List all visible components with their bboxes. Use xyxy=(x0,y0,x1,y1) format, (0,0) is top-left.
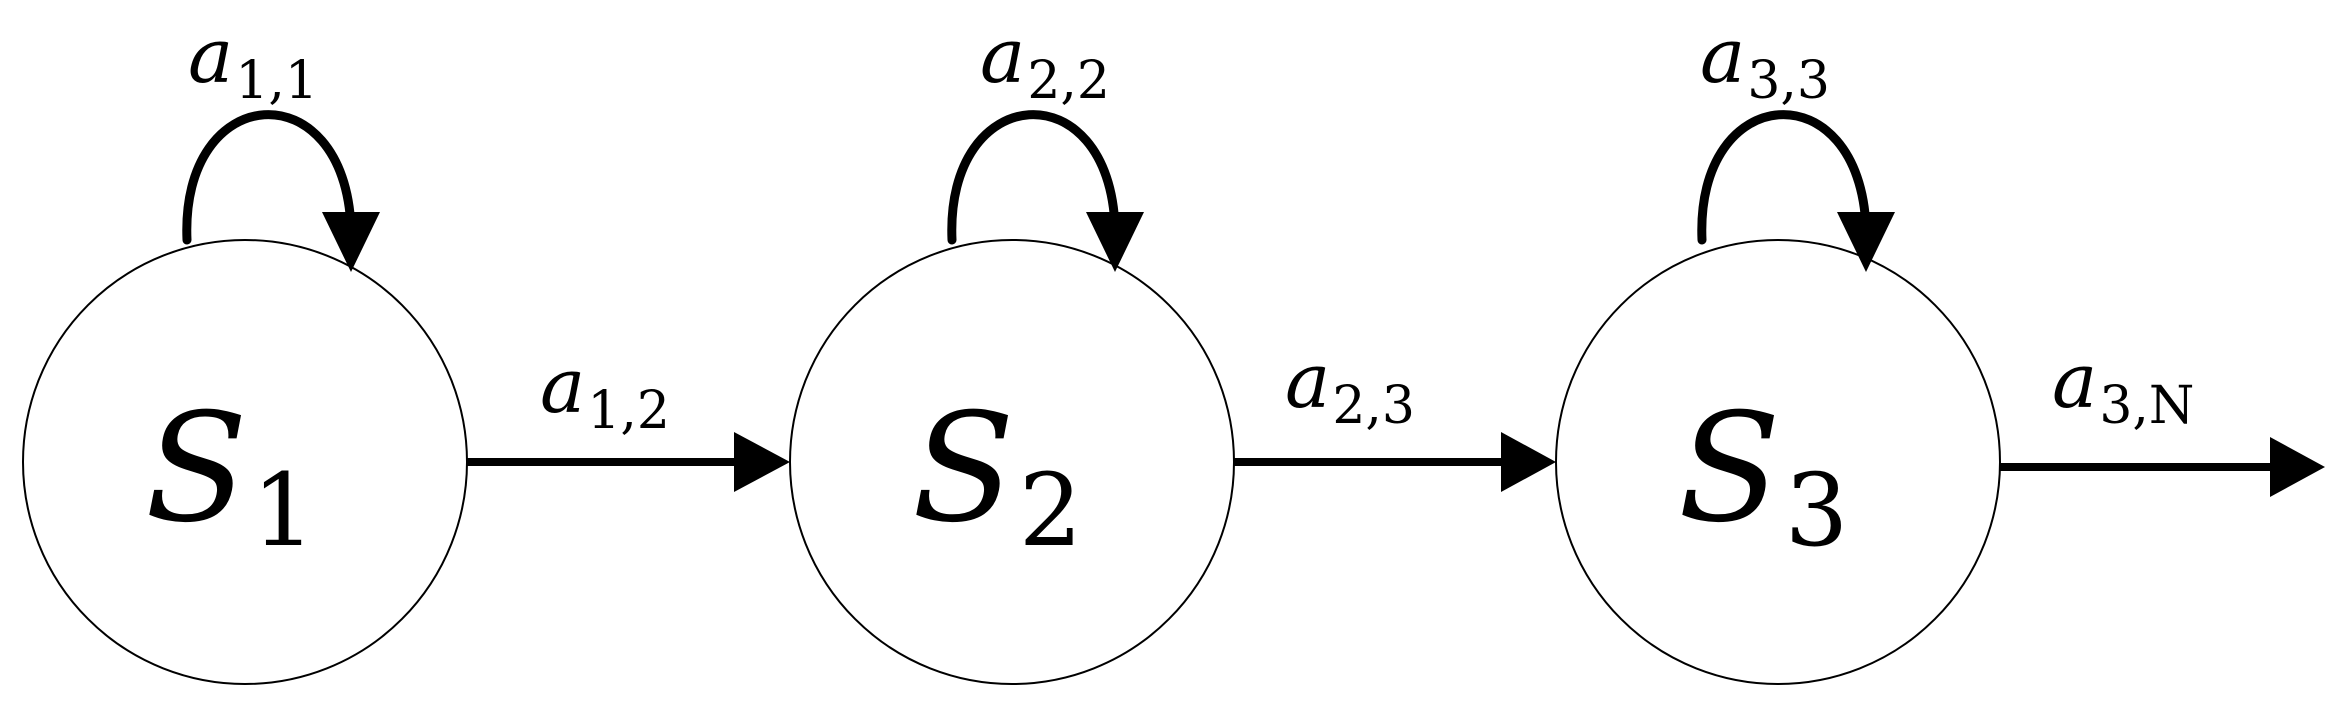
transition-3-exit-arrowhead xyxy=(2270,437,2325,497)
self-loop-1-curve xyxy=(182,110,356,245)
transition-1-2-subscript: 1,2 xyxy=(587,381,670,441)
self-loop-2 xyxy=(947,110,1144,272)
self-loop-1-subscript: 1,1 xyxy=(235,51,318,111)
transition-2-3-subscript: 2,3 xyxy=(1332,376,1415,436)
self-loop-1-symbol: a xyxy=(188,11,233,100)
self-loop-2-label: a2,2 xyxy=(980,11,1110,111)
self-loop-3-arrowhead xyxy=(1837,212,1895,272)
self-loop-1-label: a1,1 xyxy=(188,11,318,111)
state-1-index: 1 xyxy=(252,452,316,569)
self-loop-1 xyxy=(182,110,380,272)
transition-2-3-label: a2,3 xyxy=(1285,336,1415,436)
state-1-label: S1 xyxy=(145,382,315,569)
state-3-letter: S xyxy=(1678,382,1781,556)
transition-2-3-arrowhead xyxy=(1501,432,1556,492)
self-loop-3-curve xyxy=(1697,110,1871,245)
self-loop-3 xyxy=(1697,110,1895,272)
self-loop-2-symbol: a xyxy=(980,11,1025,100)
transition-3-exit-subscript: 3,N xyxy=(2099,376,2194,436)
transition-3-exit-symbol: a xyxy=(2052,336,2097,425)
state-1-letter: S xyxy=(145,382,248,556)
transition-1-2 xyxy=(467,432,790,492)
transition-3-exit xyxy=(2000,437,2325,497)
self-loop-2-subscript: 2,2 xyxy=(1027,51,1110,111)
self-loop-3-symbol: a xyxy=(1700,11,1745,100)
self-loop-3-subscript: 3,3 xyxy=(1747,51,1830,111)
self-loop-2-curve xyxy=(947,110,1120,245)
self-loop-3-label: a3,3 xyxy=(1700,11,1830,111)
state-3-label: S3 xyxy=(1678,382,1848,569)
transition-2-3-symbol: a xyxy=(1285,336,1330,425)
self-loop-2-arrowhead xyxy=(1086,212,1144,272)
transition-3-exit-label: a3,N xyxy=(2052,336,2194,436)
transition-1-2-label: a1,2 xyxy=(540,341,670,441)
state-2-index: 2 xyxy=(1019,452,1083,569)
transition-2-3 xyxy=(1234,432,1556,492)
transition-1-2-arrowhead xyxy=(734,432,790,492)
transition-1-2-symbol: a xyxy=(540,341,585,430)
state-3-index: 3 xyxy=(1785,452,1849,569)
state-2-letter: S xyxy=(912,382,1015,556)
state-2-label: S2 xyxy=(912,382,1082,569)
self-loop-1-arrowhead xyxy=(322,212,380,272)
